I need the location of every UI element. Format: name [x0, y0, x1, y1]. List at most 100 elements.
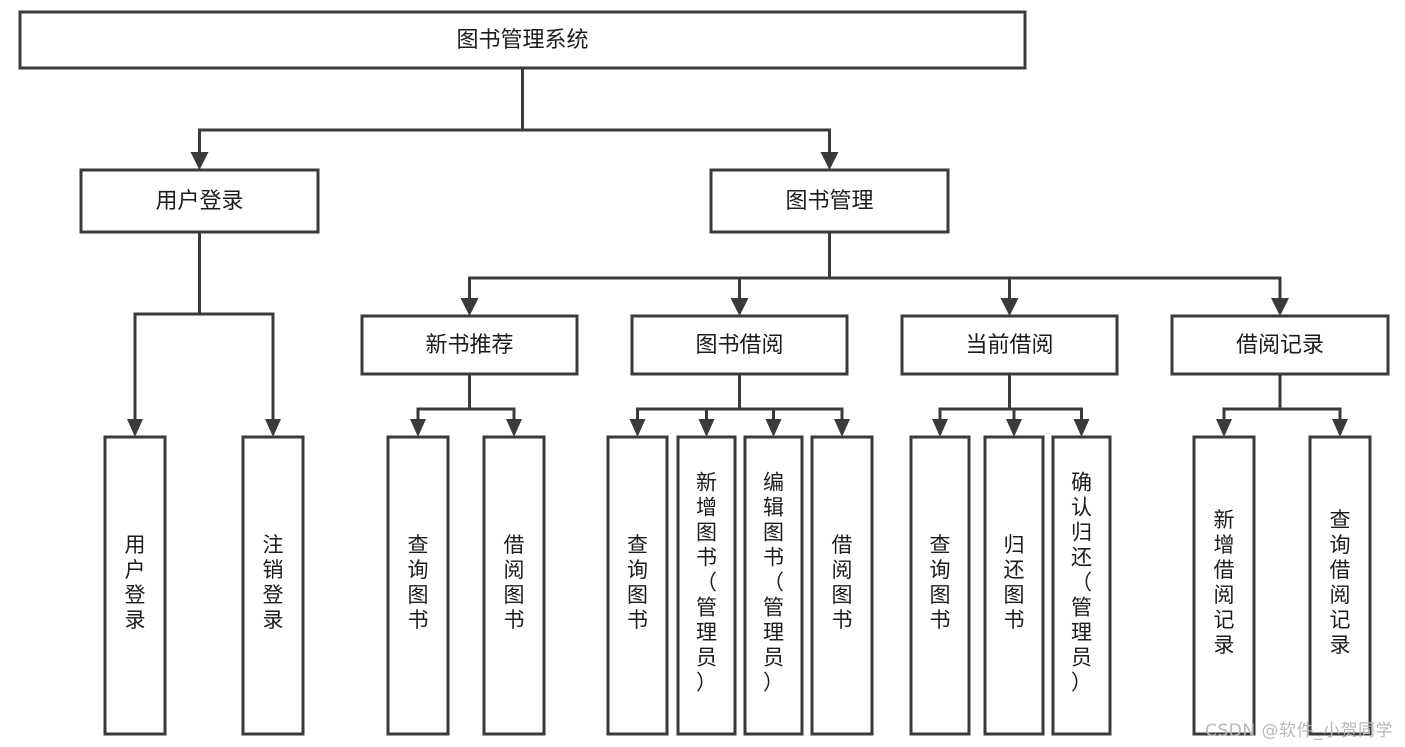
node-label: 图书借阅	[695, 333, 783, 358]
node-label: 图书管理	[785, 189, 873, 214]
node-book-manage[interactable]	[709, 168, 950, 234]
arrow-head	[698, 419, 715, 437]
node-label: 新增图书（管理员）	[696, 471, 717, 695]
node-box[interactable]	[1308, 435, 1372, 736]
node-box[interactable]	[1051, 435, 1112, 736]
node-box[interactable]	[983, 435, 1045, 736]
node-label: 查询图书	[408, 533, 429, 632]
node-label: 图书管理系统	[456, 28, 588, 53]
node-leaf-add-record[interactable]	[1192, 435, 1256, 736]
node-leaf-edit-book[interactable]	[743, 435, 804, 736]
node-leaf-add-book[interactable]	[676, 435, 737, 736]
arrow-head	[1006, 419, 1022, 437]
node-label: 新书推荐	[425, 333, 513, 358]
node-leaf-return-book[interactable]	[983, 435, 1045, 736]
node-leaf-query-book-borrow[interactable]	[606, 435, 669, 736]
node-label: 用户登录	[125, 533, 146, 632]
node-box[interactable]	[386, 435, 450, 736]
node-label: 借阅图书	[504, 533, 525, 632]
node-label-group: 查询借阅记录	[1330, 508, 1351, 657]
node-box[interactable]	[241, 435, 305, 736]
node-leaf-query-book-current[interactable]	[909, 435, 971, 736]
node-label: 查询图书	[930, 533, 951, 632]
arrow-head	[127, 419, 143, 437]
node-box[interactable]	[18, 10, 1027, 70]
node-label-group: 确认归还（管理员）	[1071, 471, 1092, 695]
node-box[interactable]	[676, 435, 737, 736]
node-label: 归还图书	[1004, 533, 1025, 632]
arrow-head	[506, 419, 522, 437]
node-leaf-user-login[interactable]	[103, 435, 167, 736]
node-leaf-confirm-return[interactable]	[1051, 435, 1112, 736]
node-label: 借阅记录	[1236, 333, 1324, 358]
node-label-group: 新增图书（管理员）	[696, 471, 717, 695]
arrow-head	[629, 419, 646, 437]
arrow-head	[834, 419, 850, 437]
arrow-head	[1271, 298, 1289, 316]
arrow-head	[1332, 419, 1348, 437]
node-label-group: 借阅图书	[504, 533, 525, 632]
node-box[interactable]	[709, 168, 950, 234]
node-leaf-query-record[interactable]	[1308, 435, 1372, 736]
arrow-head	[1000, 298, 1019, 316]
node-label-group: 查询图书	[930, 533, 951, 632]
arrow-head	[820, 152, 839, 170]
node-label: 用户登录	[155, 189, 243, 214]
node-label-group: 查询图书	[408, 533, 429, 632]
node-root[interactable]	[18, 10, 1027, 70]
node-label-group: 归还图书	[1004, 533, 1025, 632]
node-label-group: 编辑图书（管理员）	[763, 471, 784, 695]
node-label-group: 图书借阅	[695, 333, 783, 358]
node-box[interactable]	[743, 435, 804, 736]
node-label-group: 借阅记录	[1236, 333, 1324, 358]
node-current-borrow[interactable]	[900, 314, 1119, 376]
node-label-group: 用户登录	[125, 533, 146, 632]
arrow-head	[265, 419, 281, 437]
arrow-head	[932, 419, 948, 437]
node-label: 确认归还（管理员）	[1071, 471, 1092, 695]
arrow-head	[1073, 419, 1090, 437]
node-box[interactable]	[630, 314, 849, 376]
node-book-borrow[interactable]	[630, 314, 849, 376]
node-borrow-record[interactable]	[1170, 314, 1390, 376]
csdn-watermark: CSDN @软件_小贺同学	[1205, 721, 1393, 741]
arrow-heads	[127, 152, 1348, 437]
node-box[interactable]	[900, 314, 1119, 376]
node-box[interactable]	[79, 168, 320, 234]
node-label: 编辑图书（管理员）	[763, 471, 784, 695]
node-label-group: 新增借阅记录	[1214, 508, 1235, 657]
node-box[interactable]	[482, 435, 546, 736]
node-box[interactable]	[1170, 314, 1390, 376]
node-box[interactable]	[909, 435, 971, 736]
node-labels: 图书管理系统用户登录图书管理新书推荐图书借阅当前借阅借阅记录用户登录注销登录查询…	[125, 28, 1351, 695]
node-label: 新增借阅记录	[1214, 508, 1235, 657]
node-label: 查询图书	[627, 533, 648, 632]
arrow-head	[730, 298, 749, 316]
node-box[interactable]	[103, 435, 167, 736]
node-leaf-user-logout[interactable]	[241, 435, 305, 736]
node-user-login[interactable]	[79, 168, 320, 234]
node-leaf-query-book-rec[interactable]	[386, 435, 450, 736]
node-label: 注销登录	[263, 533, 284, 632]
arrow-head	[410, 419, 426, 437]
node-label-group: 当前借阅	[965, 333, 1053, 358]
node-label-group: 新书推荐	[425, 333, 513, 358]
node-label-group: 借阅图书	[832, 533, 853, 632]
node-leaf-borrow-book[interactable]	[810, 435, 874, 736]
node-label: 查询借阅记录	[1330, 508, 1351, 657]
node-label-group: 图书管理系统	[456, 28, 588, 53]
node-new-book-rec[interactable]	[360, 314, 579, 376]
node-box[interactable]	[360, 314, 579, 376]
node-label-group: 注销登录	[263, 533, 284, 632]
node-label: 借阅图书	[832, 533, 853, 632]
node-label-group: 图书管理	[785, 189, 873, 214]
node-box[interactable]	[1192, 435, 1256, 736]
arrow-head	[460, 298, 479, 316]
node-leaf-borrow-book-rec[interactable]	[482, 435, 546, 736]
node-box[interactable]	[810, 435, 874, 736]
arrow-head	[190, 152, 209, 170]
node-box[interactable]	[606, 435, 669, 736]
node-label-group: 查询图书	[627, 533, 648, 632]
